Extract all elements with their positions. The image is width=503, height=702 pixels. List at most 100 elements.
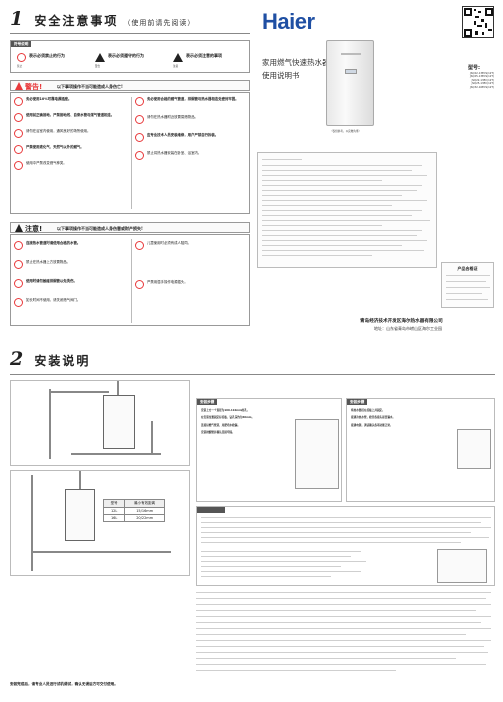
table-row: 16L 20/22mm xyxy=(104,515,164,521)
install-step: 接通冷热水管，检查各接头是否漏水。 xyxy=(351,416,396,420)
caution-body: 连接热水管道时请使用合格的水管。 禁止在热水器上方放置物品。 使用时请勿触碰排烟… xyxy=(10,234,250,326)
qr-code-icon xyxy=(464,8,493,37)
caution-banner: 注意! 以下事项操作不当可能造成人身伤害或财产损失! xyxy=(10,222,250,233)
table-header: 最小有效距离 xyxy=(124,500,164,507)
install-step: 接通电源，调试确认各项功能正常。 xyxy=(351,423,393,427)
bottom-notes xyxy=(196,590,495,680)
product-title-line2: 使用说明书 xyxy=(262,71,300,80)
prohibit-icon xyxy=(135,280,144,289)
caution-right-item-text: 严禁用湿手操作电源插头。 xyxy=(147,280,188,284)
water-heater-image xyxy=(326,40,374,126)
caution-right-item: 儿童使用时必须有成人陪同。 xyxy=(135,241,247,250)
model-item: JSQ22-13EC(12T) xyxy=(471,78,494,82)
symbol-caution-label: 表示必须注意的事项 xyxy=(186,53,222,58)
warning-left-item-text: 务必使用10%可靠电源插座。 xyxy=(26,97,72,101)
prohibit-icon xyxy=(14,161,23,170)
brand-logo: Haier xyxy=(262,9,315,34)
prohibit-icon xyxy=(135,133,144,142)
section1-header: 1 安全注意事项 （使用前请先阅读） xyxy=(10,8,240,34)
model-label: 型号: xyxy=(468,65,480,71)
prohibit-icon xyxy=(14,260,23,269)
warning-right-column: 务必使用合格的燃气管道，排烟管与热水器相连处密封牢固。 请勿在热水器附近放置易燃… xyxy=(135,97,247,160)
section2-number: 2 xyxy=(10,348,24,370)
appliance-caption: （仅供参考，以实物为准） xyxy=(330,130,362,133)
caution-right-column: 儿童使用时必须有成人陪同。 严禁用湿手操作电源插头。 xyxy=(135,241,247,289)
caution-icon xyxy=(15,224,23,232)
heater-outline xyxy=(65,489,95,541)
caution-divider xyxy=(131,239,132,323)
caution-right-item-text: 儿童使用时必须有成人陪同。 xyxy=(147,241,192,245)
warning-left-item: 严禁使用液化气、天然气以外的燃气。 xyxy=(14,145,128,154)
certificate-title: 产品合格证 xyxy=(457,266,478,271)
symbol-prohibit-icon xyxy=(17,53,26,62)
model-item: JSQ22-13ECS(12T) xyxy=(470,72,494,75)
prohibit-icon xyxy=(14,298,23,307)
section1-number: 1 xyxy=(10,8,24,30)
warning-left-item-text: 请勿在浴室内使用，通风良好的场所使用。 xyxy=(26,129,91,133)
caution-right-item: 严禁用湿手操作电源插头。 xyxy=(135,280,247,289)
model-list: JSQ22-13ECS(12T) JSQ25-13ECS(12T) JSQ22-… xyxy=(440,72,494,89)
warning-banner: 警告! 以下事项操作不当可能造成人身伤亡! xyxy=(10,80,250,91)
install-step: 安装排烟管并确认连接牢固。 xyxy=(201,431,235,435)
warning-right-item: 务必使用合格的燃气管道，排烟管与热水器相连处密封牢固。 xyxy=(135,97,247,106)
notes-block xyxy=(196,506,495,586)
symbol-caution-icon xyxy=(173,53,183,62)
section1-rule xyxy=(10,33,250,34)
symbol-caution-tag: 注意 xyxy=(173,65,179,68)
warning-icon xyxy=(15,82,23,90)
table-cell: 20/22mm xyxy=(124,515,164,521)
warning-left-item-text: 使用中严禁改变燃气种类。 xyxy=(26,161,67,165)
prohibit-icon xyxy=(135,241,144,250)
caution-left-item: 如长时间不使用，请关闭燃气阀门。 xyxy=(14,298,128,307)
install-steps-right-title: 安装步骤 xyxy=(347,399,368,405)
table-cell: 15/16mm xyxy=(124,508,164,514)
table-row: 12L 15/16mm xyxy=(104,508,164,515)
symbol-prohibit-tag: 禁止 xyxy=(17,65,23,68)
prohibit-icon xyxy=(14,145,23,154)
symbol-warning-icon xyxy=(95,53,105,62)
model-item: JSQ25-13ECS(12T) xyxy=(470,75,494,79)
warning-left-item: 使用前正确接地，严禁接地线、自来水管与煤气管道相连。 xyxy=(14,113,128,122)
company-name: 青岛经济技术开发区海尔热水器有限公司 xyxy=(360,319,443,324)
caution-left-item: 禁止在热水器上方放置物品。 xyxy=(14,260,128,269)
model-item: JSQ32-16ECS(12T) xyxy=(470,85,494,89)
certificate-box: 产品合格证 xyxy=(441,262,494,308)
prohibit-icon xyxy=(14,113,23,122)
symbol-warning-label: 表示必须遵守的行为 xyxy=(108,53,144,58)
product-title-line1: 家用燃气快速热水器 xyxy=(262,58,330,67)
install-steps-left: 安装步骤 安装上方一个直径为100-110mm的孔。 在安装位置固定好挂板，钻孔… xyxy=(196,398,342,502)
model-item: JSQ25-13EC(12T) xyxy=(471,82,494,86)
warning-right-item: 请勿在热水器附近放置易燃物品。 xyxy=(135,115,247,124)
warning-right-item-text: 务必使用合格的燃气管道，排烟管与热水器相连处密封牢固。 xyxy=(147,97,239,101)
company-address: 地址：山东省青岛市崂山区海尔工业园 xyxy=(374,326,442,331)
warning-left-item-text: 使用前正确接地，严禁接地线、自来水管与煤气管道相连。 xyxy=(26,113,115,117)
table-cell: 12L xyxy=(110,509,118,513)
prohibit-icon xyxy=(135,97,144,106)
install-step: 连接好燃气管道，用肥皂水检漏。 xyxy=(201,423,240,427)
warning-banner-sub: 以下事项操作不当可能造成人身伤亡! xyxy=(57,84,123,89)
section2-header: 2 安装说明 xyxy=(10,348,210,374)
product-title: 家用燃气快速热水器 使用说明书 xyxy=(262,57,330,81)
bracket-diagram xyxy=(295,419,339,489)
section1-subtitle: （使用前请先阅读） xyxy=(123,19,196,27)
warning-right-item: 禁止将热水器安装在卧室、浴室内。 xyxy=(135,151,247,160)
install-diagram-top xyxy=(10,380,190,466)
section1-title: 安全注意事项 xyxy=(34,14,119,28)
section2-rule xyxy=(10,374,495,375)
caution-banner-title: 注意! xyxy=(25,225,43,233)
warning-left-item: 务必使用10%可靠电源插座。 xyxy=(14,97,128,106)
table-cell: 16L xyxy=(110,516,118,520)
install-step: 在安装位置固定好挂板，钻孔深约为60mm。 xyxy=(201,416,255,420)
spec-sheet xyxy=(257,152,437,268)
prohibit-icon xyxy=(135,151,144,160)
heater-outline xyxy=(103,395,135,449)
warning-right-item-text: 禁止将热水器安装在卧室、浴室内。 xyxy=(147,151,202,155)
symbol-prohibit-label: 表示必须禁止的行为 xyxy=(29,53,65,58)
section2-title: 安装说明 xyxy=(34,354,91,368)
caution-left-item: 使用时请勿触碰排烟管以免烫伤。 xyxy=(14,279,128,288)
bottom-left-note: 安装完成后，请专业人员进行试机调试，确认无误后方可交付使用。 xyxy=(10,682,118,686)
prohibit-icon xyxy=(14,241,23,250)
caution-left-item-text: 使用时请勿触碰排烟管以免烫伤。 xyxy=(26,279,77,283)
symbol-legend: 符号说明 表示必须禁止的行为 禁止 表示必须遵守的行为 警告 表示必须注意的事项… xyxy=(10,40,250,73)
caution-left-item: 连接热水管道时请使用合格的水管。 xyxy=(14,241,128,250)
